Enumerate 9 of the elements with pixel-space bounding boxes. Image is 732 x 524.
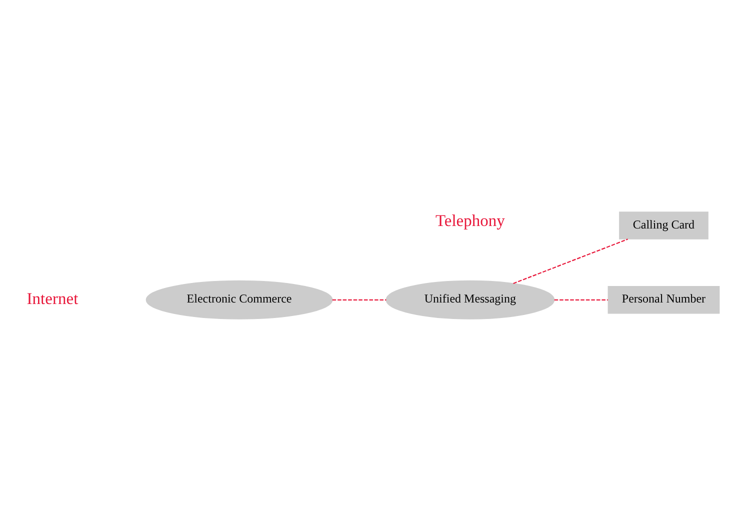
node-ellipse: Electronic Commerce [146, 280, 333, 319]
label: Telephony [435, 210, 505, 230]
node-box: Calling Card [619, 211, 708, 239]
node-box: Personal Number [608, 285, 720, 314]
connector [554, 298, 608, 300]
connector [332, 298, 386, 300]
node-ellipse: Unified Messaging [386, 280, 555, 319]
label: Internet [26, 288, 78, 308]
connector [513, 238, 628, 284]
